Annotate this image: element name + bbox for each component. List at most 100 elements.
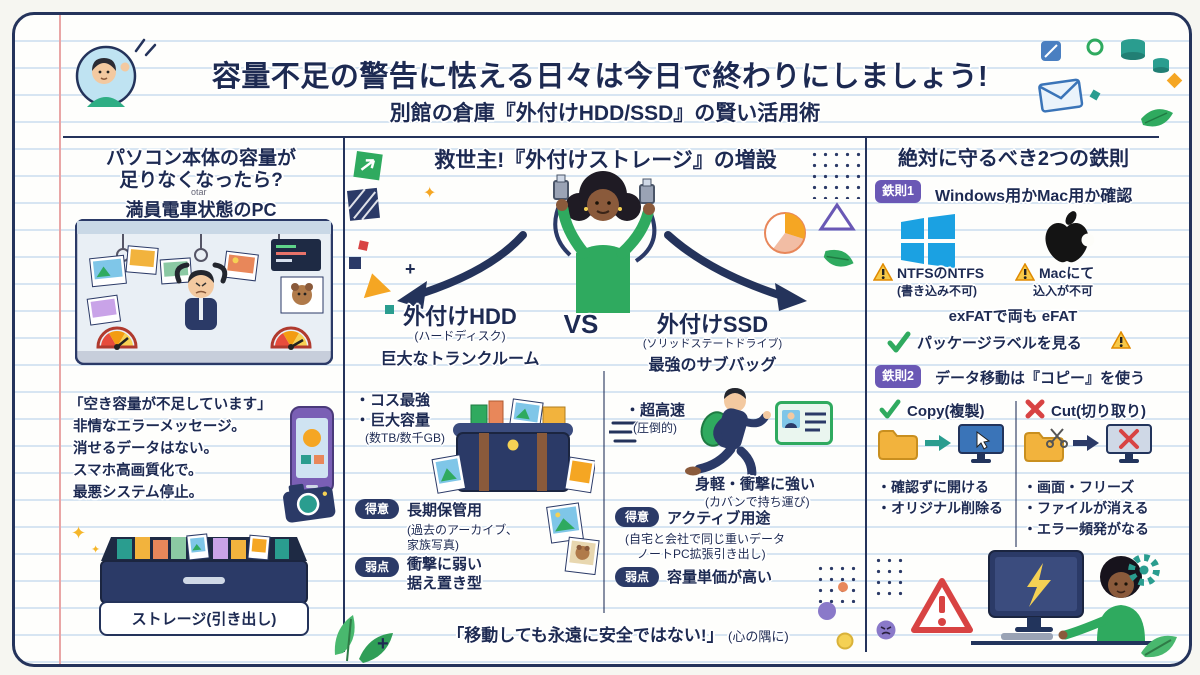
database-icon-small <box>1153 58 1169 73</box>
cut-bullet: ・画面・フリーズ <box>1023 479 1135 495</box>
error-line: 「空き容量が不足しています」 <box>69 397 272 413</box>
right-heading: 絶対に守るべき2つの鉄則 <box>897 148 1130 170</box>
cut-bullet: ・ファイルが消える <box>1023 500 1149 516</box>
error-line: 非情なエラーメッセージ。 <box>73 419 246 435</box>
hdd-weakness-badge: 弱点 <box>355 557 400 577</box>
sparkle-icon: ✦ <box>71 523 87 543</box>
ssd-weakness-line: 容量単価が高い <box>667 569 773 586</box>
ssd-bullet-note: (圧倒的) <box>633 421 677 435</box>
check-icon <box>887 331 911 353</box>
angry-face-icon <box>876 620 896 640</box>
dots-pattern <box>873 555 909 601</box>
arrow-right-icon <box>1073 435 1099 451</box>
column-divider-left <box>343 137 345 652</box>
alert-triangle-icon <box>911 578 973 633</box>
header-divider <box>63 136 1159 138</box>
column-divider-right <box>865 137 867 652</box>
warning-icon <box>1111 331 1131 349</box>
drawer-label: ストレージ(引き出し) <box>99 601 309 636</box>
arrow-right-icon <box>925 435 951 451</box>
mac-warning-note: 込入が不可 <box>1033 284 1094 298</box>
ssd-strength-note: (自宅と会社で同じ重いデータ <box>625 532 785 546</box>
left-heading-line2: 足りなくなったら? <box>119 170 283 191</box>
exfat-line: exFATで両も eFAT <box>948 308 1078 325</box>
plus-icon: + <box>377 633 389 655</box>
hdd-bullet: ・巨大容量 <box>355 412 431 429</box>
woman-with-cables-illustration <box>553 171 657 313</box>
monitor-error-icon <box>1106 424 1152 463</box>
left-note: otar <box>191 187 207 197</box>
stressed-man <box>174 262 228 330</box>
circles-decoration <box>818 582 854 650</box>
hdd-weakness-line: 衝撃に弱い <box>407 556 483 573</box>
middle-footer-note: (心の隅に) <box>728 629 789 644</box>
polaroid-photos <box>546 502 600 575</box>
leaf-icon <box>1141 109 1173 127</box>
mac-warning-line: Macにて <box>1039 265 1095 281</box>
error-line: 消せるデータはない。 <box>73 441 218 457</box>
vs-label: VS <box>563 309 599 339</box>
ssd-strength-note: ノートPC拡張引き出し) <box>637 547 766 561</box>
hdd-weakness-line: 据え置き型 <box>407 575 483 592</box>
sparkle-icon: ✦ <box>91 544 101 556</box>
person-at-computer-illustration <box>971 550 1163 645</box>
ssd-strength-badge: 得意 <box>615 507 660 527</box>
label-tip: パッケージラベルを見る <box>917 335 1082 352</box>
running-man-illustration <box>685 388 771 490</box>
database-icon <box>1121 39 1145 60</box>
cross-icon <box>1025 399 1045 419</box>
ntfs-warning-note: (書き込み不可) <box>897 284 977 298</box>
middle-heading: 救世主!『外付けストレージ』の増設 <box>434 149 777 172</box>
ntfs-warning-line: NTFSのNTFS <box>897 265 985 281</box>
dots-pattern <box>815 563 857 603</box>
branch-arrows <box>397 231 807 311</box>
gear-icon <box>1128 554 1160 586</box>
page-title: 容量不足の警告に怯える日々は今日で終わりにしましょう! <box>211 61 989 93</box>
copy-label: Copy(複製) <box>907 403 985 420</box>
hdd-tagline: 巨大なトランクルーム <box>380 351 540 368</box>
lightning-icon <box>1027 563 1051 607</box>
ssd-feature-note: (カバンで持ち運び) <box>705 495 810 509</box>
id-card-icon <box>775 401 833 445</box>
storage-gauge-right <box>270 326 312 350</box>
folder-icon <box>878 430 918 460</box>
windows-logo-icon <box>901 214 955 268</box>
error-line: 最悪システム停止。 <box>73 485 204 501</box>
copy-bullet: ・確認ずに開ける <box>877 479 989 495</box>
hdd-subtitle: (ハードディスク) <box>414 329 506 343</box>
notebook-card: 容量不足の警告に怯える日々は今日で終わりにしましょう! 別館の倉庫『外付けHDD… <box>12 12 1192 667</box>
middle-left-decorations <box>347 151 394 314</box>
dog-photo <box>280 276 324 314</box>
sparkle-icon <box>134 38 157 57</box>
envelope-icon <box>1038 78 1084 113</box>
cut-label: Cut(切り取り) <box>1051 403 1146 420</box>
copy-bullet: ・オリジナル削除る <box>877 500 1003 516</box>
ssd-strength-title: アクティブ用途 <box>667 510 771 527</box>
drawer-illustration <box>100 533 308 604</box>
rule2-badge: 鉄則2 <box>875 365 921 388</box>
warning-icon <box>1015 263 1035 281</box>
storage-gauge-left <box>96 326 138 350</box>
ssd-weakness-badge: 弱点 <box>615 567 660 587</box>
rule1-badge: 鉄則1 <box>875 180 921 203</box>
middle-footer: 「移動しても永遠に安全ではない!」 (心の隅に) <box>383 621 853 646</box>
hdd-strength-badge: 得意 <box>355 499 400 519</box>
cut-bullet: ・エラー頻発がなる <box>1023 521 1149 537</box>
hdd-strength-title: 長期保管用 <box>407 502 483 519</box>
warning-icon <box>873 263 893 281</box>
ssd-title: 外付けSSD <box>656 312 769 337</box>
hdd-title: 外付けHDD <box>403 304 517 329</box>
ssd-subtitle: (ソリッドステートドライブ) <box>642 338 783 350</box>
rule1-title: Windows用かMac用か確認 <box>935 188 1133 205</box>
folder-scissors-icon <box>1024 428 1068 462</box>
drawer-folders <box>117 533 289 561</box>
error-line: スマホ高画質化で。 <box>73 463 203 479</box>
dots-pattern <box>809 149 861 199</box>
copy-cut-divider <box>1015 401 1017 547</box>
check-icon <box>879 399 901 419</box>
middle-footer-main: 「移動しても永遠に安全ではない!」 <box>447 626 724 645</box>
page-subtitle: 別館の倉庫『外付けHDD/SSD』の賢い活用術 <box>389 102 821 125</box>
hdd-ssd-divider <box>603 371 605 613</box>
ssd-feature: 身軽・衝撃に強い <box>695 476 816 493</box>
